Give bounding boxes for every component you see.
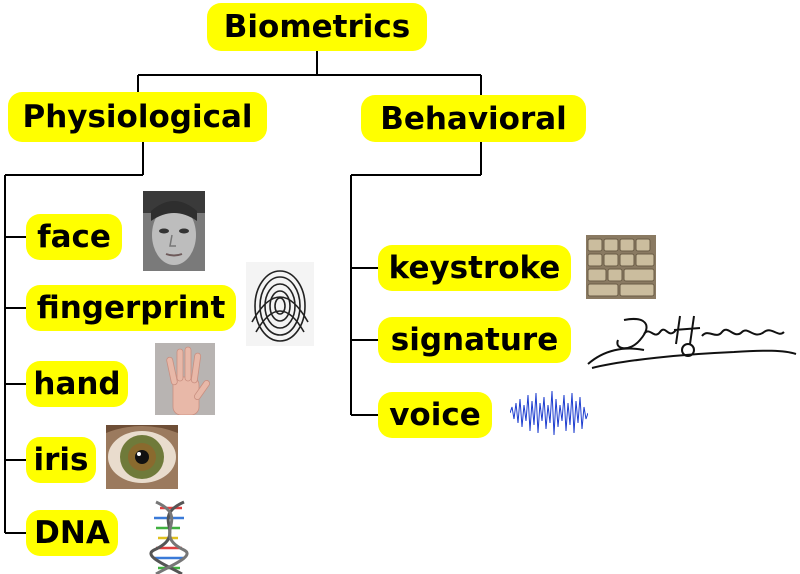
dna-helix-image xyxy=(149,500,189,574)
leaf-node-hand: hand xyxy=(26,361,128,407)
leaf-node-fingerprint: fingerprint xyxy=(26,285,236,331)
leaf-node-dna: DNA xyxy=(26,510,118,556)
leaf-node-keystroke: keystroke xyxy=(378,245,571,291)
leaf-node-face: face xyxy=(26,214,122,260)
root-node-biometrics: Biometrics xyxy=(207,3,427,51)
signature-image xyxy=(587,315,797,369)
fingerprint-image xyxy=(246,262,314,346)
category-node-behavioral: Behavioral xyxy=(361,95,586,142)
voice-waveform-image xyxy=(510,390,588,436)
category-node-physiological: Physiological xyxy=(8,92,267,142)
leaf-node-voice: voice xyxy=(378,392,492,438)
leaf-node-signature: signature xyxy=(378,317,571,363)
keyboard-photo xyxy=(586,235,656,299)
iris-photo xyxy=(106,425,178,489)
face-photo xyxy=(143,191,205,271)
leaf-node-iris: iris xyxy=(26,437,96,483)
hand-photo xyxy=(155,343,215,415)
